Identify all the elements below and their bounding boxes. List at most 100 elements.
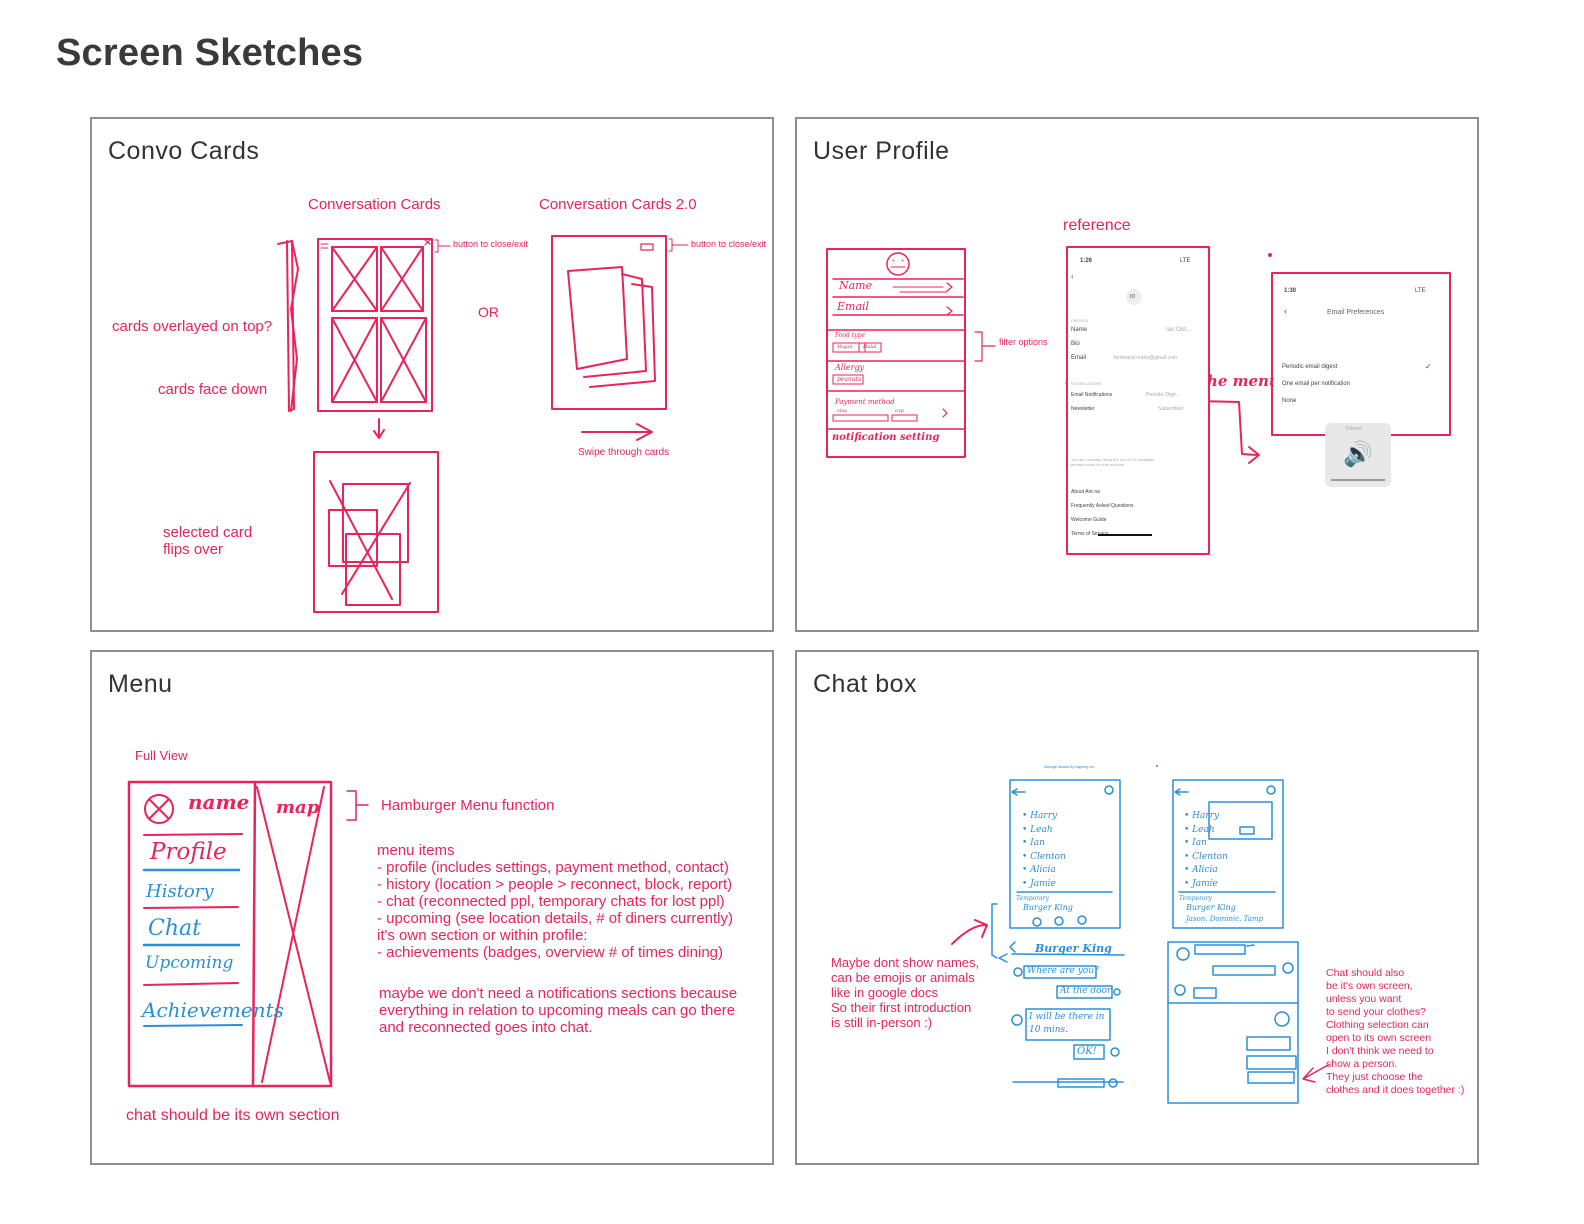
row-bio-label[interactable]: Bio — [1071, 341, 1080, 347]
link-terms[interactable]: Terms of Service — [1071, 531, 1109, 537]
cards-overlay-note: cards overlayed on top? — [112, 318, 273, 335]
button-close-note-2: button to close/exit — [691, 239, 767, 249]
email-preferences-screenshot: 1:30 LTE ‹ Email Preferences Periodic em… — [1274, 275, 1448, 433]
panel-title: Chat box — [813, 670, 918, 698]
back-icon[interactable]: ‹ — [1071, 272, 1074, 281]
row-name-label[interactable]: Name — [1071, 327, 1088, 333]
row-newsletter-value: Subscribed — [1158, 406, 1184, 412]
conversation-cards-2-title: Conversation Cards 2.0 — [539, 196, 697, 213]
status-tap-note: change status by tapping on — [1044, 764, 1095, 769]
chat-sketch — [951, 765, 1329, 1104]
option-one-email[interactable]: One email per notification — [1282, 381, 1351, 387]
sketch-menu-chat: Chat — [148, 916, 201, 941]
notification-note: maybe we don't need a notifications sect… — [379, 985, 738, 1036]
sketch-field-name: Name — [839, 279, 873, 292]
link-welcome[interactable]: Welcome Guide — [1071, 517, 1107, 523]
row-email-label[interactable]: Email — [1071, 355, 1087, 361]
full-view-label: Full View — [135, 748, 188, 763]
sketch-menu-map: map — [276, 797, 320, 818]
back-icon[interactable]: ‹ — [1284, 306, 1287, 316]
status-network: LTE — [1180, 258, 1191, 264]
or-label: OR — [478, 304, 499, 320]
panel-title: User Profile — [813, 137, 950, 165]
button-close-note-1: button to close/exit — [453, 239, 529, 249]
checkmark-icon: ✓ — [1425, 362, 1432, 371]
contact-item[interactable]: • Alicia — [1184, 865, 1218, 875]
group-name-2[interactable]: Burger King — [1186, 903, 1236, 912]
link-about[interactable]: About Are.na — [1071, 489, 1100, 495]
option-periodic[interactable]: Periodic email digest — [1282, 364, 1338, 370]
section-notifications: NOTIFICATIONS — [1071, 381, 1102, 386]
convo-sketches — [277, 235, 689, 613]
contact-item[interactable]: • Harry — [1184, 811, 1220, 821]
sketch-chip-visa: visa — [837, 408, 847, 414]
swipe-note: Swipe through cards — [578, 447, 670, 458]
sketch-field-notification: notification setting — [832, 432, 940, 443]
filter-options-label: filter options — [999, 337, 1048, 347]
message-2: At the door — [1060, 986, 1112, 996]
chat-section-note: chat should be its own section — [126, 1107, 340, 1124]
cards-face-down-note: cards face down — [158, 381, 268, 398]
hamburger-label: Hamburger Menu function — [381, 797, 555, 814]
volume-label: Volume — [1345, 426, 1362, 432]
home-indicator — [1098, 534, 1152, 536]
menu-items-text: menu items - profile (includes settings,… — [377, 842, 734, 961]
status-time: 1:26 — [1080, 258, 1093, 264]
contact-item[interactable]: • Jamie — [1022, 878, 1056, 889]
sketch-field-allergy: Allergy — [835, 363, 865, 372]
row-email-value: ferdinand.ordon@gmail.com — [1114, 355, 1177, 361]
sketch-menu-name: name — [188, 790, 250, 814]
group-name-1[interactable]: Burger King — [1023, 903, 1073, 912]
sketch-chip-exp: exp — [895, 408, 904, 414]
reference-screenshot: 1:26 LTE ‹ IO PROFILE Name Ian Ord... Bi… — [1068, 248, 1208, 553]
card-flip-note: selected card flips over — [163, 524, 253, 558]
sketch-chip-peanuts: peanuts — [837, 376, 862, 383]
conversation-cards-title: Conversation Cards — [308, 196, 441, 213]
row-name-value: Ian Ord... — [1166, 327, 1192, 333]
status-time: 1:30 — [1284, 288, 1297, 294]
contact-item[interactable]: • Clenton — [1022, 851, 1066, 862]
contacts-list-1: • Harry • Leah • Ian • Clenton • Alicia … — [1022, 810, 1066, 891]
convo-cards-panel: Convo Cards Conversation Cards Conversat… — [90, 117, 774, 632]
message-1: Where are you? — [1027, 966, 1099, 976]
sketch-menu-history: History — [146, 881, 214, 902]
contact-item[interactable]: • Clenton — [1184, 851, 1228, 862]
clothes-screen-note: Chat should also be it's own screen, unl… — [1326, 967, 1465, 1096]
row-newsletter-label[interactable]: Newsletter — [1071, 406, 1095, 412]
temporary-label-2: Temporary — [1179, 895, 1212, 902]
row-email-notif-value: Periodic Dige... — [1146, 392, 1180, 398]
contact-item[interactable]: • Ian — [1022, 838, 1045, 848]
page-title: Screen Sketches — [56, 32, 364, 74]
contacts-list-2: • Harry • Leah • Ian • Clenton • Alicia … — [1184, 810, 1228, 891]
contact-item[interactable]: • Alicia — [1022, 865, 1056, 875]
reference-label: reference — [1063, 217, 1131, 234]
link-faq[interactable]: Frequently Asked Questions — [1071, 503, 1134, 509]
contact-item[interactable]: • Jamie — [1184, 878, 1218, 889]
sketch-chip-vegan: Vegan — [837, 344, 853, 350]
section-profile: PROFILE — [1071, 318, 1089, 323]
sketch-menu-achievements: Achievements — [142, 998, 284, 1022]
chat-header: Burger King — [1035, 942, 1112, 955]
sketch-chip-halal: Halal — [863, 344, 877, 350]
volume-hud: Volume 🔊 — [1325, 423, 1391, 487]
emoji-names-note: Maybe dont show names, can be emojis or … — [831, 955, 980, 1030]
sketch-menu-profile: Profile — [150, 839, 227, 865]
group-members-2: Jason, Dominic, Tamp — [1186, 915, 1263, 923]
contact-item[interactable]: • Ian — [1184, 838, 1207, 848]
chat-box-panel: Chat box Maybe dont show names, can be e… — [795, 650, 1479, 1165]
sketch-field-food: Food type — [835, 332, 865, 339]
user-profile-panel: User Profile reference filter options ? … — [795, 117, 1479, 632]
sketch-field-email: Email — [837, 300, 870, 313]
sketch-menu-upcoming: Upcoming — [145, 953, 234, 973]
menu-panel: Menu Full View Hamburger Menu function m… — [90, 650, 774, 1165]
contact-item[interactable]: • Leah — [1022, 824, 1053, 835]
avatar-initials: IO — [1130, 294, 1136, 300]
option-none[interactable]: None — [1282, 398, 1297, 404]
message-3: I will be there in 10 mins. — [1029, 1012, 1105, 1035]
row-email-notif-label[interactable]: Email Notifications — [1071, 392, 1113, 398]
contact-item[interactable]: • Harry — [1022, 811, 1058, 821]
menu-sketch — [127, 780, 369, 1088]
message-4: OK! — [1077, 1046, 1097, 1057]
contact-item[interactable]: • Leah — [1184, 824, 1215, 835]
sketch-field-payment: Payment method — [835, 398, 895, 406]
